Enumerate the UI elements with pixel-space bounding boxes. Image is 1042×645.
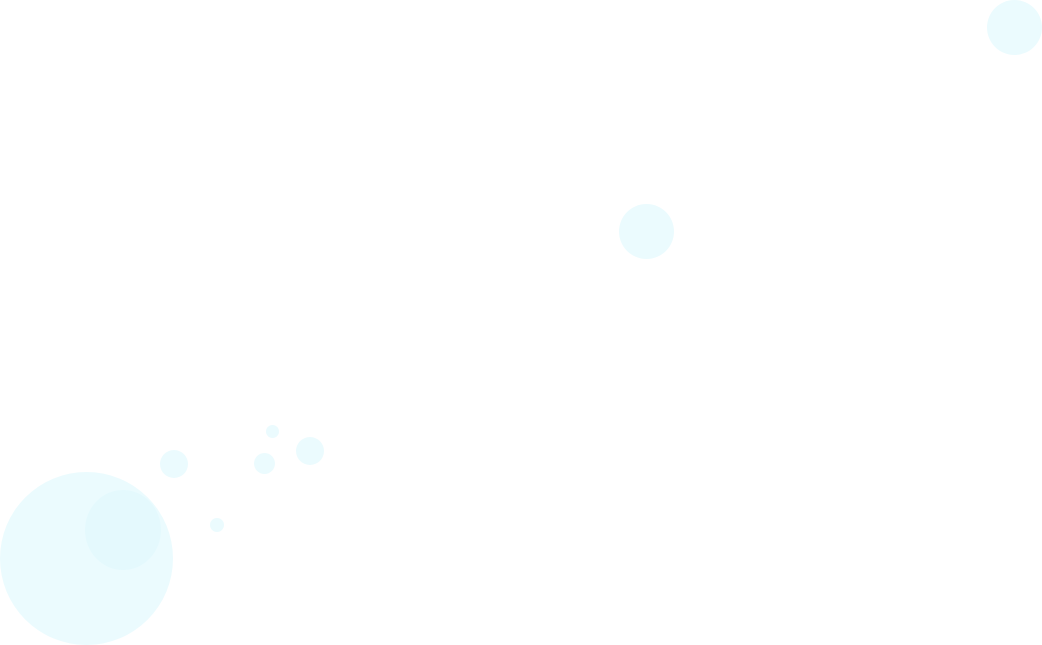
bubble-small-1 (160, 450, 188, 478)
bubble-center (619, 204, 674, 259)
bubble-small-3 (296, 437, 324, 465)
bubble-large-highlight (85, 490, 161, 570)
bubble-top-right (987, 0, 1042, 55)
bubble-small-2 (254, 453, 275, 474)
bubble-tiny-2 (210, 518, 224, 532)
bubble-tiny-1 (266, 425, 279, 438)
